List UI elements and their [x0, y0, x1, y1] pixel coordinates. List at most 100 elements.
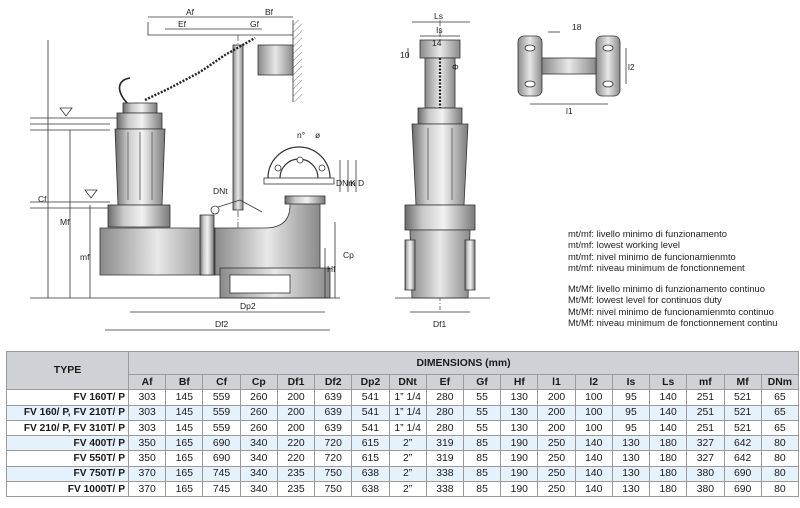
dimension-cell: 140: [649, 389, 688, 406]
dimension-cell: 250: [537, 465, 576, 483]
dimension-cell: 180: [649, 465, 688, 483]
dimension-cell: 80: [760, 450, 799, 467]
dimension-cell: 340: [239, 450, 278, 467]
dimension-cell: 541: [351, 404, 390, 421]
dimension-cell: 100: [574, 389, 613, 406]
model-type-cell: FV 550T/ P: [6, 450, 129, 467]
dim-label: K: [350, 178, 356, 188]
dimension-cell: 85: [462, 465, 502, 483]
dimension-cell: 140: [649, 404, 688, 421]
dimension-cell: 319: [425, 435, 464, 452]
dimension-cell: 559: [202, 419, 241, 437]
dimension-cell: 200: [537, 389, 576, 406]
dimension-cell: 235: [276, 465, 316, 483]
dimension-cell: 190: [500, 435, 539, 452]
dimension-cell: 200: [537, 419, 576, 437]
column-header: Cf: [202, 373, 241, 391]
dimension-cell: 720: [314, 435, 353, 452]
dimension-cell: 95: [611, 419, 651, 437]
dimension-cell: 559: [202, 404, 241, 421]
dimension-cell: 750: [314, 481, 353, 498]
dim-label: Af: [186, 7, 195, 17]
model-type-cell: FV 160/ P, FV 210T/ P: [6, 404, 129, 421]
dimension-cell: 639: [314, 419, 353, 437]
dim-label: Φ: [452, 62, 459, 72]
dimension-cell: 690: [202, 450, 241, 467]
dimension-cell: 615: [351, 450, 390, 467]
dimension-cell: 303: [127, 404, 167, 421]
dimension-cell: 541: [351, 419, 390, 437]
dim-label: Hf: [327, 264, 336, 274]
model-type-cell: FV 160T/ P: [6, 389, 129, 406]
dim-label: Cf: [38, 194, 47, 204]
dimension-cell: 130: [611, 435, 651, 452]
dimension-cell: 260: [239, 389, 278, 406]
dimension-cell: 327: [686, 450, 725, 467]
column-header: Gf: [462, 373, 502, 391]
model-type-cell: FV 210/ P, FV 310T/ P: [6, 419, 129, 437]
front-view: [395, 20, 490, 313]
dimension-cell: 145: [165, 389, 204, 406]
dimension-cell: 145: [165, 419, 204, 437]
dim-label: DNt: [213, 186, 228, 196]
column-header: Ef: [425, 373, 464, 391]
dimension-cell: 541: [351, 389, 390, 406]
dim-label: Cp: [343, 250, 354, 260]
column-header: DNm: [760, 373, 799, 391]
dimension-cell: 338: [425, 465, 464, 483]
legend-continuous-duty-level: Mt/Mf: livello minimo di funzionamento c…: [568, 283, 777, 329]
dimension-cell: 165: [165, 435, 204, 452]
dimension-cell: 521: [723, 419, 762, 437]
dimension-cell: 639: [314, 404, 353, 421]
dimension-cell: 130: [500, 404, 539, 421]
dimension-cell: 745: [202, 465, 241, 483]
dimension-cell: 55: [462, 389, 502, 406]
dimension-cell: 165: [165, 450, 204, 467]
dimension-cell: 2”: [388, 435, 427, 452]
dimension-cell: 340: [239, 481, 278, 498]
dim-label: Bf: [265, 7, 274, 17]
dimension-cell: 370: [127, 481, 167, 498]
dimension-cell: 80: [760, 481, 799, 498]
dimension-cell: 350: [127, 435, 167, 452]
dimension-cell: 251: [686, 389, 725, 406]
dimension-cell: 200: [537, 404, 576, 421]
model-type-cell: FV 750T/ P: [6, 465, 129, 483]
dimension-cell: 130: [611, 450, 651, 467]
column-header: l2: [574, 373, 613, 391]
column-header: Bf: [165, 373, 204, 391]
legend-line: Mt/Mf: lowest level for continuos duty: [568, 294, 722, 306]
dimension-cell: 95: [611, 389, 651, 406]
dimension-cell: 280: [425, 389, 464, 406]
dim-label: l1: [566, 106, 573, 116]
dimension-cell: 2”: [388, 465, 427, 483]
dimension-cell: 200: [276, 404, 316, 421]
dim-label: 10: [400, 50, 410, 60]
column-header: Ls: [649, 373, 688, 391]
dimension-cell: 1” 1/4: [388, 389, 427, 406]
dimension-cell: 340: [239, 435, 278, 452]
dim-label: mf: [80, 252, 90, 262]
column-header: Df2: [314, 373, 353, 391]
dimension-cell: 200: [276, 389, 316, 406]
dim-label: D: [358, 178, 364, 188]
dimension-cell: 140: [574, 481, 613, 498]
dimension-cell: 55: [462, 419, 502, 437]
legend-line: mt/mf: nivel minimo de funcionamienmto: [568, 250, 736, 262]
dimension-cell: 380: [686, 465, 725, 483]
column-header: DNt: [388, 373, 427, 391]
legend-line: Mt/Mf: livello minimo di funzionamento c…: [568, 283, 765, 294]
dim-label: n°: [297, 130, 305, 140]
dimension-cell: 180: [649, 481, 688, 498]
dimension-cell: 65: [760, 389, 799, 406]
dim-label: Dp2: [240, 301, 256, 311]
dim-label: ø: [315, 130, 320, 140]
column-header: Hf: [500, 373, 539, 391]
legend-line: mt/mf: livello minimo di funzionamento: [568, 228, 727, 239]
dim-label: Ef: [178, 19, 187, 29]
